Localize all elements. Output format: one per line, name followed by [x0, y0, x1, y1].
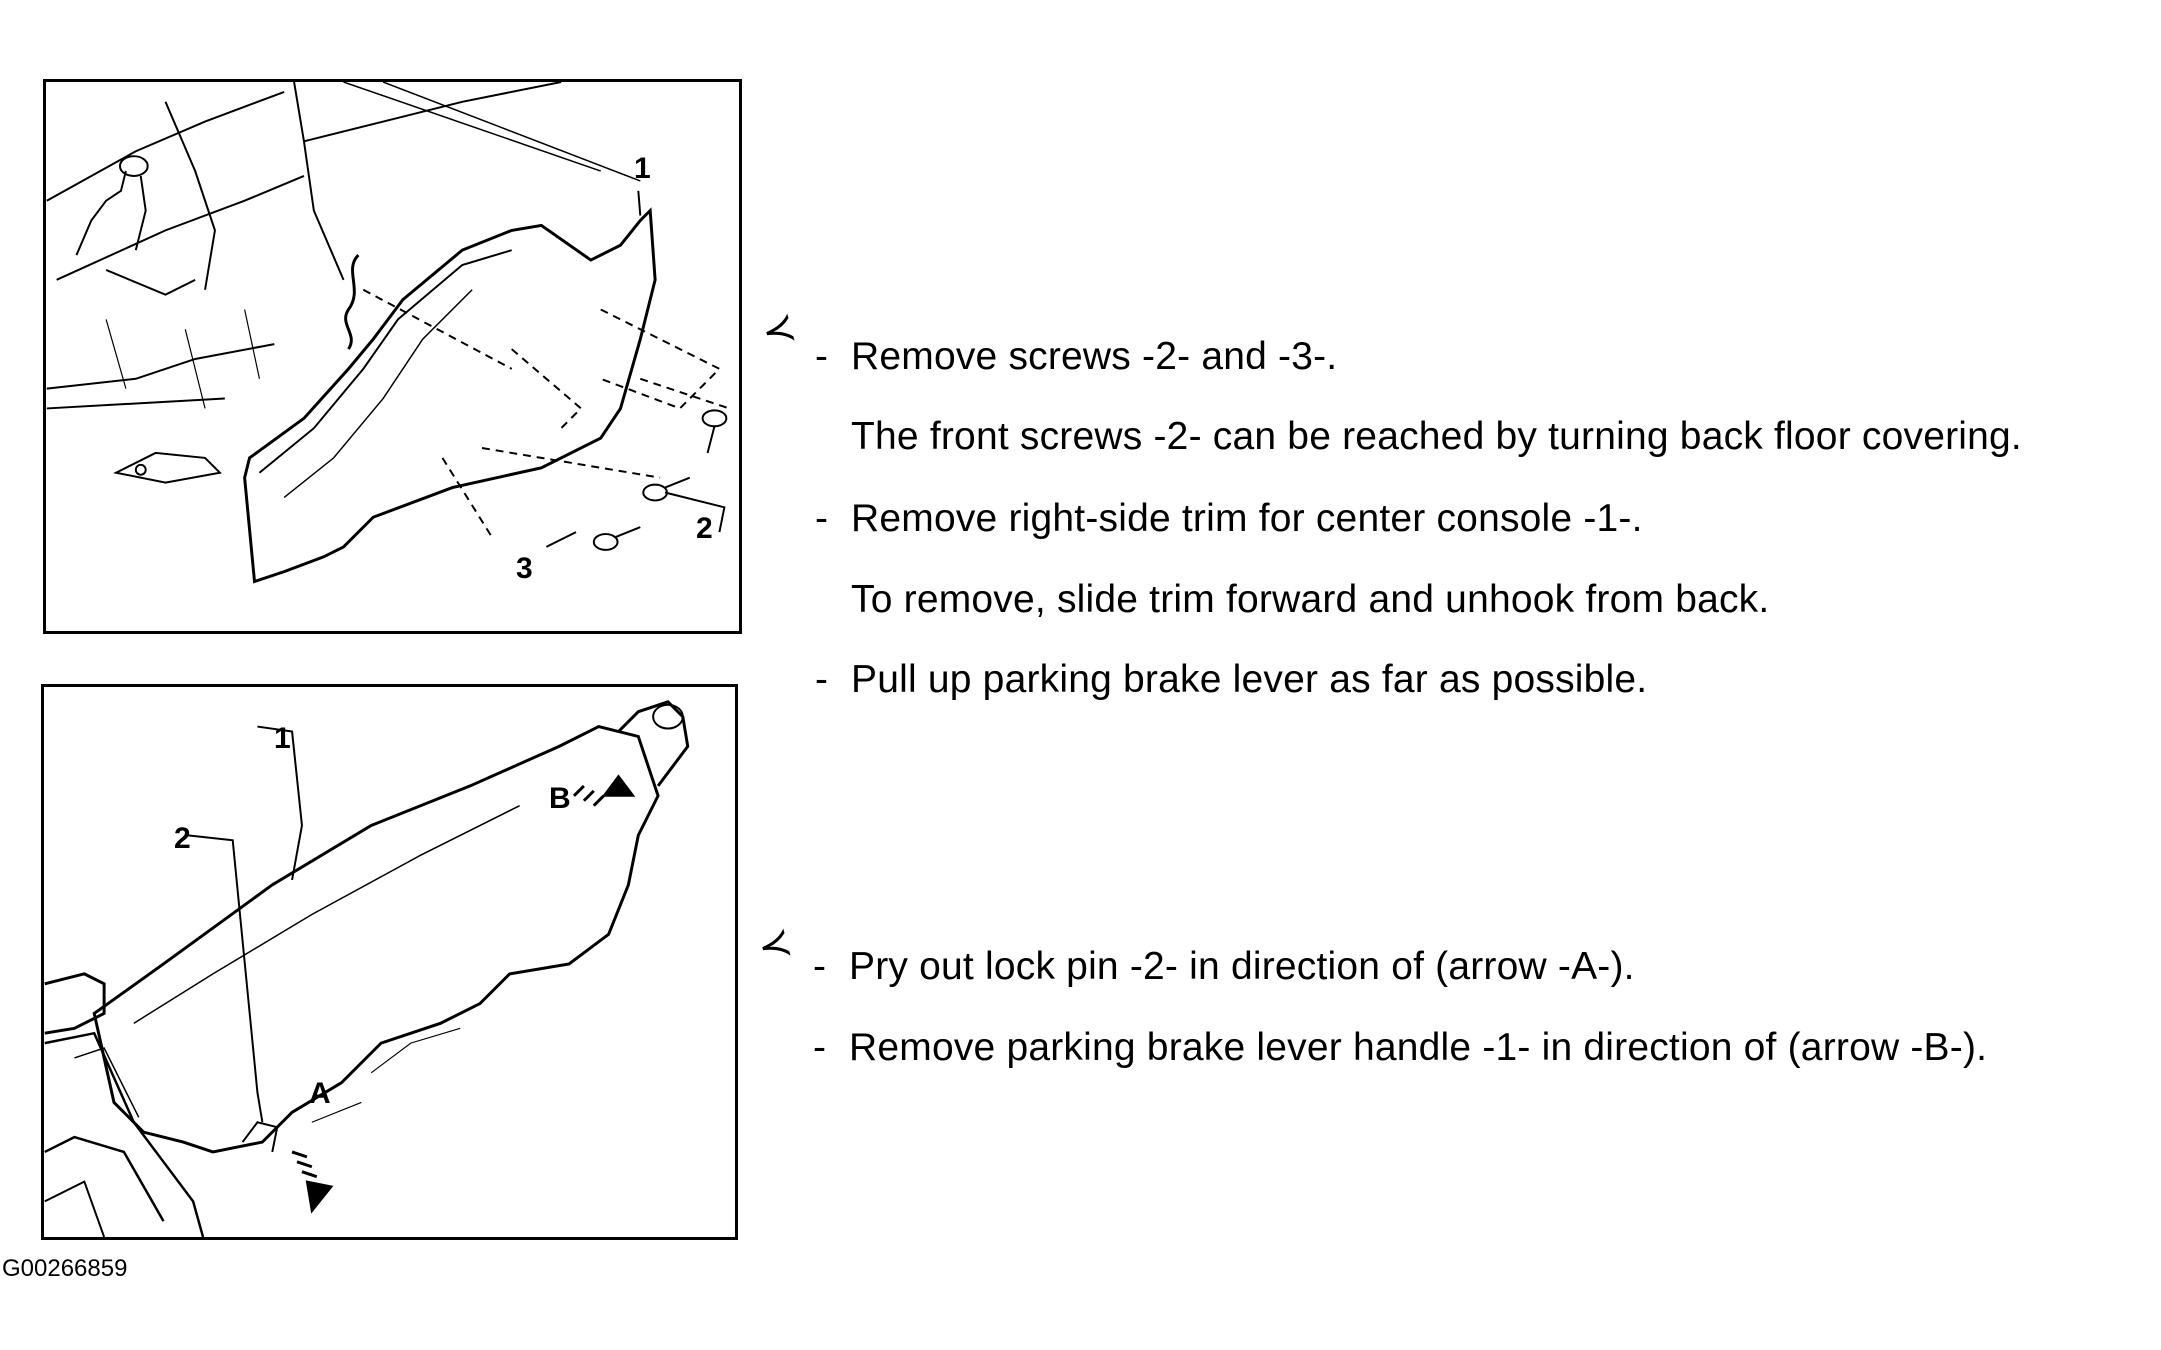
bullet-dash: -: [815, 658, 829, 701]
callout-1: 1: [274, 722, 291, 755]
callout-2: 2: [696, 512, 713, 545]
instruction-note: The front screws -2- can be reached by t…: [815, 415, 2022, 459]
bullet-dash: -: [813, 945, 827, 988]
brake-lever-illustration: 1 2 A B: [41, 684, 738, 1240]
instruction-text: To remove, slide trim forward and unhook…: [851, 578, 1770, 621]
instruction-text: Remove screws -2- and -3-.: [851, 335, 1338, 378]
instruction-line: -Pull up parking brake lever as far as p…: [815, 658, 1647, 702]
instruction-line: -Remove parking brake lever handle -1- i…: [813, 1026, 1987, 1070]
instruction-text: Pry out lock pin -2- in direction of (ar…: [849, 945, 1635, 988]
instruction-text: The front screws -2- can be reached by t…: [851, 415, 2022, 458]
callout-1: 1: [634, 152, 651, 185]
step-pointer-icon: ≺: [752, 918, 797, 972]
console-trim-illustration: 1 2 3: [43, 79, 742, 634]
callout-3: 3: [516, 552, 533, 585]
instruction-note: To remove, slide trim forward and unhook…: [815, 578, 1769, 622]
brake-lever-drawing: [44, 700, 690, 1237]
bullet-dash: -: [815, 497, 829, 540]
console-trim-drawing: [46, 82, 730, 584]
figure-id: G00266859: [2, 1255, 128, 1282]
bullet-dash: -: [815, 335, 829, 378]
callout-2: 2: [174, 822, 191, 855]
instruction-line: -Pry out lock pin -2- in direction of (a…: [813, 945, 1635, 989]
callout-b: B: [549, 782, 571, 815]
step-pointer-icon: ≺: [756, 303, 801, 357]
callout-a: A: [309, 1077, 331, 1110]
instruction-text: Remove parking brake lever handle -1- in…: [849, 1026, 1988, 1069]
instruction-text: Pull up parking brake lever as far as po…: [851, 658, 1648, 701]
instruction-line: -Remove screws -2- and -3-.: [815, 335, 1337, 379]
instruction-text: Remove right-side trim for center consol…: [851, 497, 1643, 540]
instruction-line: -Remove right-side trim for center conso…: [815, 497, 1643, 541]
bullet-dash: -: [813, 1026, 827, 1069]
